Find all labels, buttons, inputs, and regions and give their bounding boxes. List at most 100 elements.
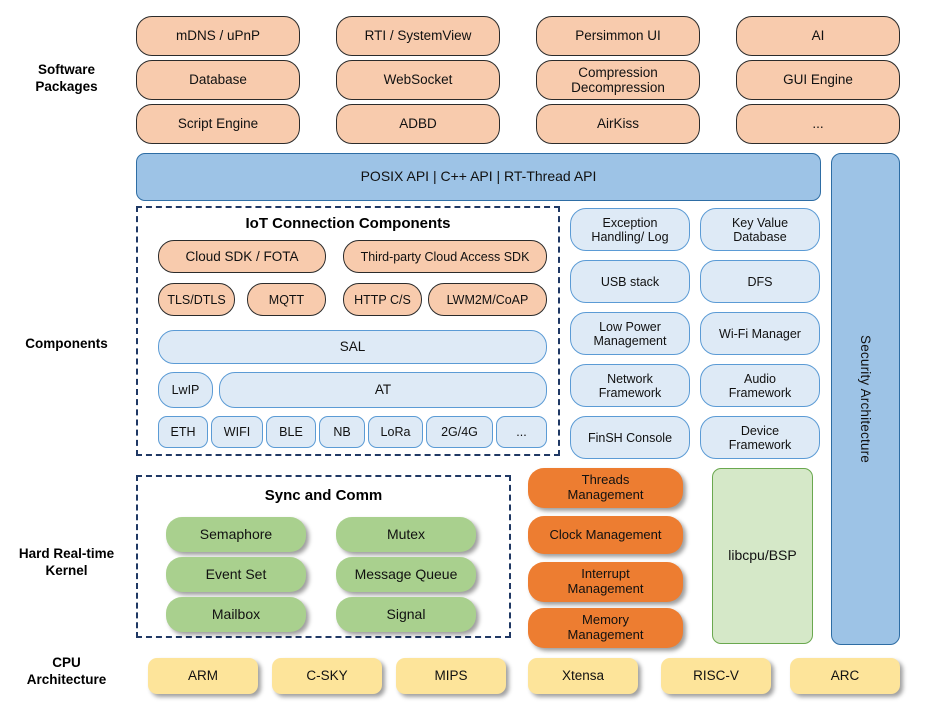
cpu-arch-box[interactable]: Xtensa bbox=[528, 658, 638, 694]
cpu-arch-box[interactable]: RISC-V bbox=[661, 658, 771, 694]
iot-lwip-box[interactable]: LwIP bbox=[158, 372, 213, 408]
kernel-management-label: Interrupt Management bbox=[567, 566, 644, 596]
package-box[interactable]: mDNS / uPnP bbox=[136, 16, 300, 56]
sync-label: Mutex bbox=[386, 525, 426, 542]
package-box[interactable]: WebSocket bbox=[336, 60, 500, 100]
security-architecture-bar[interactable]: Security Architecture bbox=[831, 153, 900, 645]
component-box[interactable]: Audio Framework bbox=[700, 364, 820, 407]
iot-link-box[interactable]: NB bbox=[319, 416, 365, 448]
component-box[interactable]: DFS bbox=[700, 260, 820, 303]
package-box[interactable]: Persimmon UI bbox=[536, 16, 700, 56]
cpu-arch-box[interactable]: ARC bbox=[790, 658, 900, 694]
iot-link-box[interactable]: ... bbox=[496, 416, 547, 448]
iot-link-box[interactable]: WIFI bbox=[211, 416, 263, 448]
component-box[interactable]: FinSH Console bbox=[570, 416, 690, 459]
cpu-arch-box[interactable]: C-SKY bbox=[272, 658, 382, 694]
libcpu-bsp-box[interactable]: libcpu/BSP bbox=[712, 468, 813, 644]
iot-link-box[interactable]: LoRa bbox=[368, 416, 423, 448]
package-box[interactable]: ADBD bbox=[336, 104, 500, 144]
kernel-management-box[interactable]: Memory Management bbox=[528, 608, 683, 648]
api-bar[interactable]: POSIX API | C++ API | RT-Thread API bbox=[136, 153, 821, 201]
iot-cloud-label: Third-party Cloud Access SDK bbox=[360, 249, 530, 264]
iot-link-label: 2G/4G bbox=[441, 425, 478, 439]
row-label-software-packages: Software Packages bbox=[35, 62, 98, 94]
package-label: RTI / SystemView bbox=[364, 28, 472, 44]
iot-protocol-box[interactable]: HTTP C/S bbox=[343, 283, 422, 316]
iot-protocol-label: LWM2M/CoAP bbox=[446, 292, 529, 307]
sync-label: Event Set bbox=[205, 565, 267, 582]
component-label: Wi-Fi Manager bbox=[719, 326, 801, 341]
component-label: Network Framework bbox=[598, 371, 662, 400]
component-box[interactable]: Network Framework bbox=[570, 364, 690, 407]
iot-link-label: NB bbox=[333, 425, 351, 439]
sync-group-title: Sync and Comm bbox=[264, 487, 383, 504]
component-box[interactable]: Wi-Fi Manager bbox=[700, 312, 820, 355]
iot-cloud-box[interactable]: Cloud SDK / FOTA bbox=[158, 240, 326, 273]
iot-at-box[interactable]: AT bbox=[219, 372, 547, 408]
kernel-management-box[interactable]: Threads Management bbox=[528, 468, 683, 508]
sync-label: Signal bbox=[386, 605, 426, 622]
cpu-arch-label: ARC bbox=[830, 668, 860, 684]
component-box[interactable]: Low Power Management bbox=[570, 312, 690, 355]
package-box[interactable]: ... bbox=[736, 104, 900, 144]
kernel-management-box[interactable]: Interrupt Management bbox=[528, 562, 683, 602]
cpu-arch-box[interactable]: ARM bbox=[148, 658, 258, 694]
component-box[interactable]: Key Value Database bbox=[700, 208, 820, 251]
package-box[interactable]: Compression Decompression bbox=[536, 60, 700, 100]
iot-link-box[interactable]: BLE bbox=[266, 416, 316, 448]
libcpu-bsp-label: libcpu/BSP bbox=[728, 547, 797, 564]
iot-link-box[interactable]: ETH bbox=[158, 416, 208, 448]
kernel-management-label: Threads Management bbox=[567, 472, 644, 502]
package-label: Database bbox=[189, 72, 247, 88]
kernel-management-label: Clock Management bbox=[549, 526, 662, 542]
iot-sal-label: SAL bbox=[339, 339, 366, 355]
component-label: USB stack bbox=[600, 274, 660, 289]
kernel-management-label: Memory Management bbox=[567, 612, 644, 642]
cpu-arch-label: ARM bbox=[188, 668, 218, 684]
cpu-arch-label: C-SKY bbox=[306, 668, 348, 684]
iot-at-label: AT bbox=[374, 382, 392, 398]
component-label: DFS bbox=[747, 274, 773, 289]
package-label: GUI Engine bbox=[783, 72, 853, 88]
package-box[interactable]: AirKiss bbox=[536, 104, 700, 144]
cpu-arch-box[interactable]: MIPS bbox=[396, 658, 506, 694]
package-label: AirKiss bbox=[596, 116, 639, 132]
row-label-kernel: Hard Real-time Kernel bbox=[18, 546, 115, 578]
sync-label: Message Queue bbox=[354, 565, 458, 582]
kernel-management-box[interactable]: Clock Management bbox=[528, 516, 683, 554]
iot-link-box[interactable]: 2G/4G bbox=[426, 416, 493, 448]
package-box[interactable]: Database bbox=[136, 60, 300, 100]
package-box[interactable]: RTI / SystemView bbox=[336, 16, 500, 56]
iot-link-label: ... bbox=[516, 425, 527, 439]
package-label: ... bbox=[812, 116, 824, 132]
sync-box[interactable]: Mailbox bbox=[166, 597, 306, 632]
iot-group-title: IoT Connection Components bbox=[245, 215, 451, 232]
component-box[interactable]: Exception Handling/ Log bbox=[570, 208, 690, 251]
sync-box[interactable]: Semaphore bbox=[166, 517, 306, 552]
iot-link-label: ETH bbox=[170, 425, 196, 439]
iot-protocol-box[interactable]: LWM2M/CoAP bbox=[428, 283, 547, 316]
component-label: Low Power Management bbox=[593, 319, 667, 348]
iot-protocol-box[interactable]: MQTT bbox=[247, 283, 326, 316]
iot-sal-box[interactable]: SAL bbox=[158, 330, 547, 364]
iot-link-label: BLE bbox=[279, 425, 303, 439]
api-bar-label: POSIX API | C++ API | RT-Thread API bbox=[360, 168, 597, 185]
security-architecture-label: Security Architecture bbox=[858, 334, 873, 463]
package-box[interactable]: GUI Engine bbox=[736, 60, 900, 100]
iot-cloud-box[interactable]: Third-party Cloud Access SDK bbox=[343, 240, 547, 273]
component-label: Exception Handling/ Log bbox=[591, 215, 669, 244]
iot-protocol-box[interactable]: TLS/DTLS bbox=[158, 283, 235, 316]
sync-box[interactable]: Mutex bbox=[336, 517, 476, 552]
package-label: AI bbox=[811, 28, 825, 44]
sync-box[interactable]: Signal bbox=[336, 597, 476, 632]
component-label: Audio Framework bbox=[728, 371, 792, 400]
package-box[interactable]: Script Engine bbox=[136, 104, 300, 144]
component-box[interactable]: Device Framework bbox=[700, 416, 820, 459]
sync-box[interactable]: Message Queue bbox=[336, 557, 476, 592]
package-box[interactable]: AI bbox=[736, 16, 900, 56]
iot-cloud-label: Cloud SDK / FOTA bbox=[185, 248, 299, 264]
sync-box[interactable]: Event Set bbox=[166, 557, 306, 592]
component-box[interactable]: USB stack bbox=[570, 260, 690, 303]
component-label: Device Framework bbox=[728, 423, 792, 452]
